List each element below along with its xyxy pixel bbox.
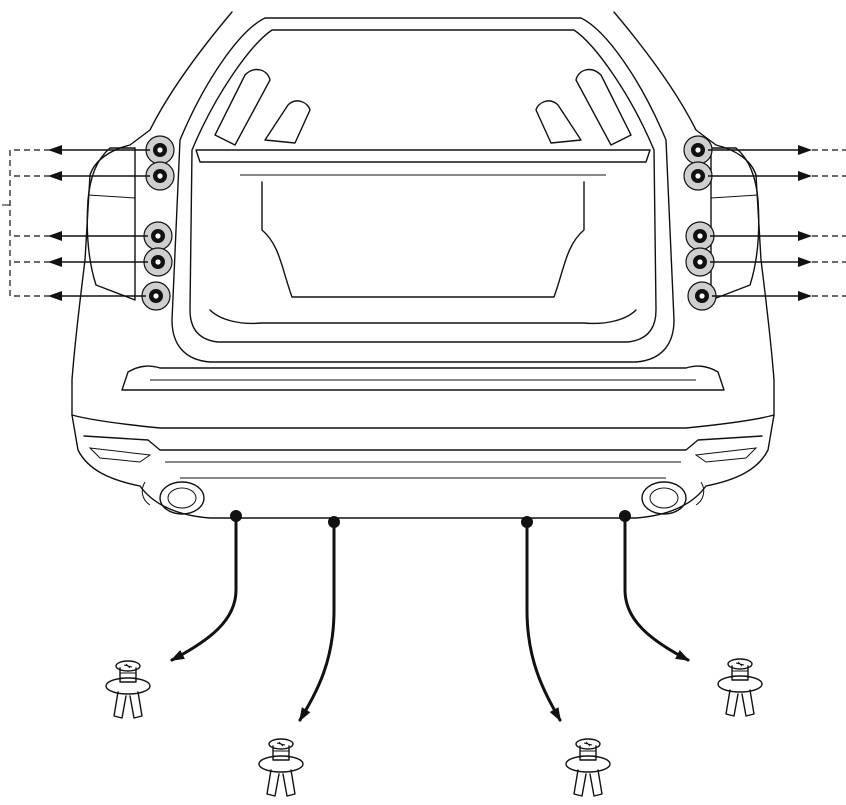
push-clip-icon [717, 658, 763, 717]
bolt-fastener-icon [687, 281, 717, 311]
bolt-fastener-icon [685, 247, 715, 277]
push-clip-icon [258, 738, 304, 797]
arrow-icon [525, 520, 562, 722]
bottom-clip-leaders [170, 510, 690, 722]
push-clip-icon [105, 660, 151, 719]
right-arrows [708, 145, 846, 301]
bolt-fastener-icon [143, 247, 173, 277]
bolt-fastener-icon [145, 135, 175, 165]
bolt-fastener-icon [685, 221, 715, 251]
arrow-icon [623, 514, 690, 662]
right-fastener-group [683, 135, 717, 311]
left-fastener-group [141, 135, 175, 311]
arrow-icon [298, 520, 336, 722]
left-dashed-bracket [9, 149, 50, 297]
bolt-fastener-icon [143, 221, 173, 251]
bolt-fastener-icon [683, 161, 713, 191]
bolt-fastener-icon [141, 281, 171, 311]
left-arrows [2, 145, 150, 301]
push-clip-icon [565, 738, 611, 797]
car-body [71, 11, 775, 519]
bolt-fastener-icon [683, 135, 713, 165]
bolt-fastener-icon [145, 161, 175, 191]
arrow-icon [170, 514, 238, 662]
